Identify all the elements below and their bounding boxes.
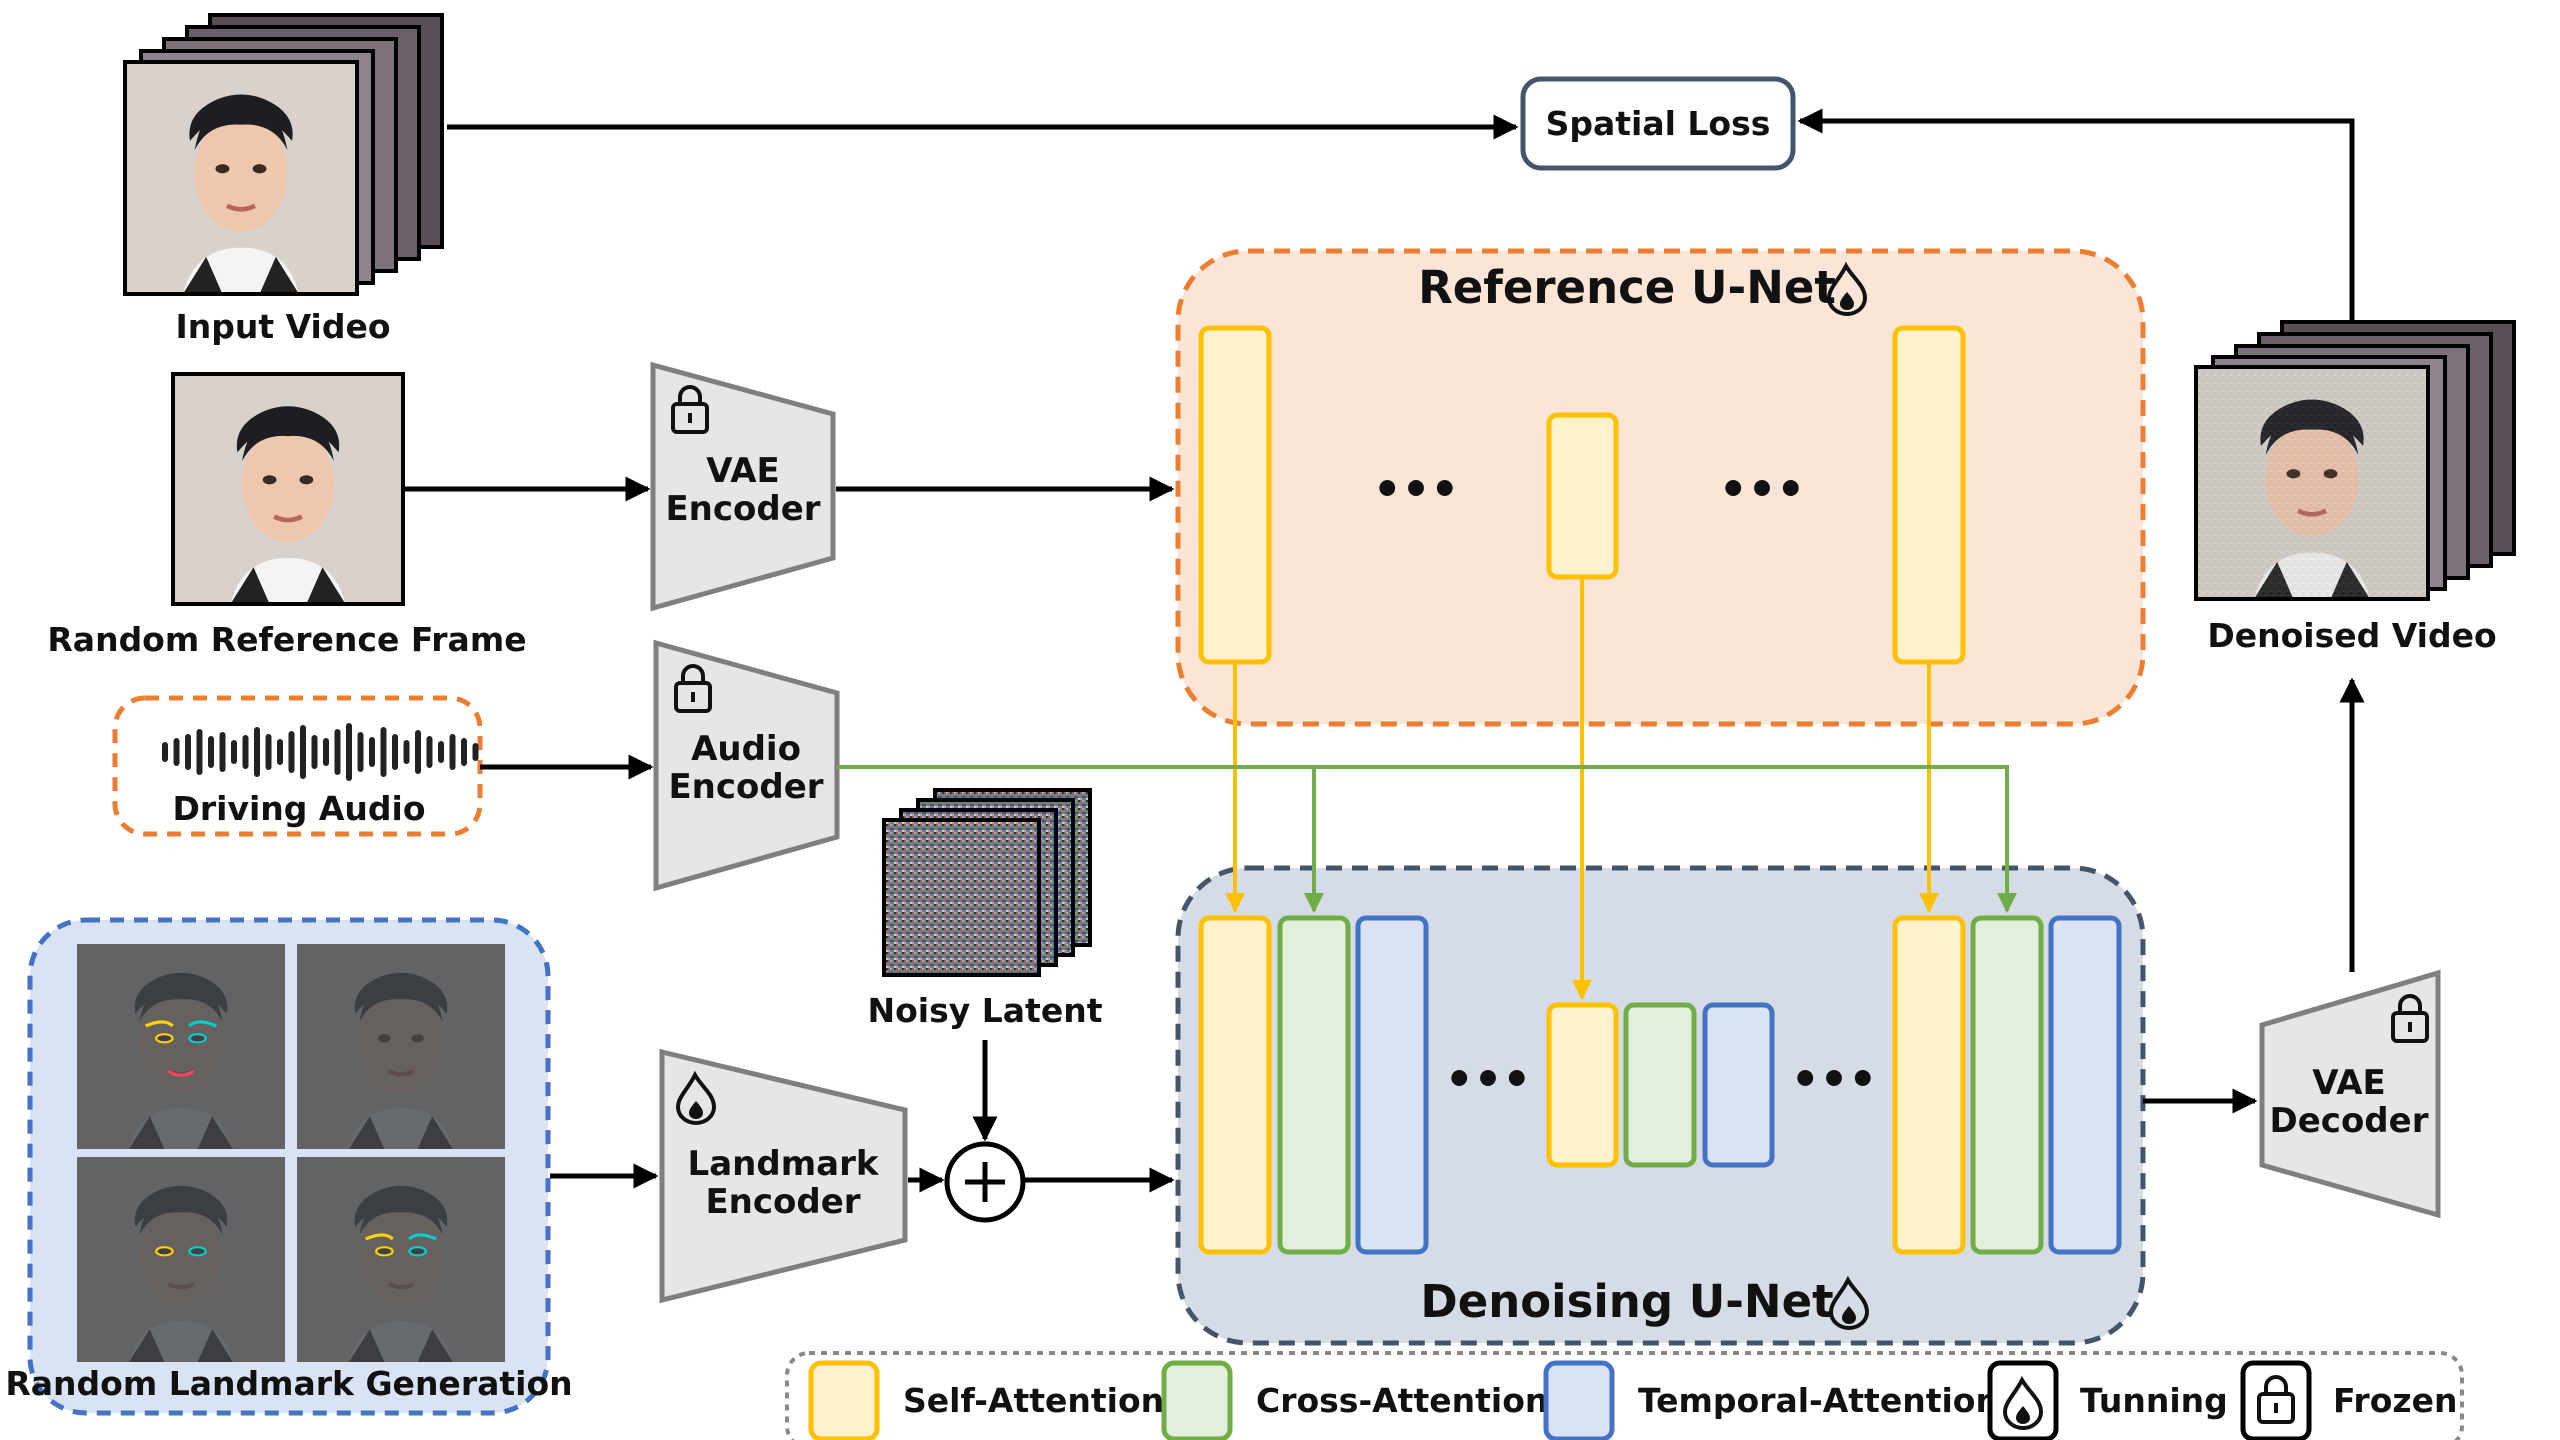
svg-text:Tunning: Tunning bbox=[2080, 1381, 2228, 1420]
reference-unet-title: Reference U-Net bbox=[1418, 261, 1836, 314]
landmark-face-4 bbox=[297, 1157, 505, 1362]
lock-icon bbox=[2257, 1375, 2295, 1424]
add-operator-icon bbox=[944, 1141, 1026, 1223]
svg-text:Decoder: Decoder bbox=[2270, 1101, 2429, 1141]
svg-text:Temporal-Attention: Temporal-Attention bbox=[1638, 1381, 1999, 1420]
data-flow-arrows bbox=[405, 108, 2365, 1193]
svg-text:VAE: VAE bbox=[2312, 1063, 2386, 1103]
denoised-video-stack bbox=[2194, 320, 2516, 601]
svg-text:Landmark: Landmark bbox=[688, 1144, 880, 1184]
vae-encoder: VAE Encoder bbox=[650, 361, 836, 612]
ref-self-attention-block-2 bbox=[1546, 412, 1619, 580]
den-cross-attention-block-1 bbox=[1277, 915, 1351, 1255]
random-reference-frame-label: Random Reference Frame bbox=[47, 620, 526, 659]
random-landmark-generation-label: Random Landmark Generation bbox=[5, 1364, 572, 1403]
svg-text:Cross-Attention: Cross-Attention bbox=[1256, 1381, 1548, 1420]
svg-text:VAE: VAE bbox=[706, 451, 780, 491]
legend-self-attention: Self-Attention bbox=[808, 1360, 1164, 1440]
waveform-icon bbox=[162, 723, 479, 781]
svg-text:Frozen: Frozen bbox=[2333, 1381, 2457, 1420]
driving-audio-label: Driving Audio bbox=[172, 789, 425, 828]
landmark-face-3 bbox=[77, 1157, 285, 1362]
landmark-face-1 bbox=[77, 944, 285, 1149]
input-video-label: Input Video bbox=[175, 307, 390, 346]
audio-encoder-lock-icon bbox=[674, 664, 712, 713]
ref-ellipsis-1: ••• bbox=[1373, 463, 1459, 516]
denoising-unet-title: Denoising U-Net bbox=[1420, 1275, 1833, 1328]
legend-cross-attention: Cross-Attention bbox=[1161, 1360, 1548, 1440]
reference-unet-flame-icon bbox=[1826, 261, 1868, 316]
audio-feature-arrows bbox=[837, 765, 2017, 913]
den-temporal-attention-block-1 bbox=[1355, 915, 1429, 1255]
legend-frozen: Frozen bbox=[2240, 1360, 2457, 1440]
den-ellipsis-2: ••• bbox=[1791, 1053, 1877, 1106]
svg-text:Self-Attention: Self-Attention bbox=[903, 1381, 1164, 1420]
landmark-face-2 bbox=[297, 944, 505, 1149]
svg-text:Audio: Audio bbox=[691, 729, 801, 769]
ref-self-attention-block-3 bbox=[1892, 325, 1966, 665]
legend-tunning: Tunning bbox=[1987, 1360, 2228, 1440]
spatial-loss-box bbox=[1520, 76, 1796, 171]
denoised-video-label: Denoised Video bbox=[2207, 616, 2496, 655]
den-cross-attention-block-2 bbox=[1623, 1002, 1697, 1168]
svg-text:Encoder: Encoder bbox=[668, 767, 823, 807]
reference-unet-panel bbox=[1175, 248, 2146, 727]
vae-decoder-lock-icon bbox=[2391, 994, 2429, 1043]
landmark-encoder-flame-icon bbox=[675, 1070, 717, 1125]
input-video-stack bbox=[123, 13, 444, 296]
landmark-encoder: Landmark Encoder bbox=[659, 1048, 908, 1304]
den-ellipsis-1: ••• bbox=[1445, 1053, 1531, 1106]
den-self-attention-block-2 bbox=[1546, 1002, 1619, 1168]
noisy-latent-label: Noisy Latent bbox=[868, 991, 1103, 1030]
denoising-unet-flame-icon bbox=[1828, 1275, 1870, 1330]
flame-icon bbox=[2002, 1375, 2044, 1430]
den-temporal-attention-block-2 bbox=[1702, 1002, 1775, 1168]
svg-text:Encoder: Encoder bbox=[665, 489, 820, 529]
den-self-attention-block-1 bbox=[1198, 915, 1272, 1255]
spatial-loss-label: Spatial Loss bbox=[1546, 104, 1771, 143]
vae-encoder-lock-icon bbox=[671, 385, 709, 434]
vae-decoder: VAE Decoder bbox=[2259, 969, 2441, 1219]
ref-self-attention-block-1 bbox=[1198, 325, 1272, 665]
den-temporal-attention-block-3 bbox=[2048, 915, 2122, 1255]
audio-encoder: Audio Encoder bbox=[653, 639, 840, 892]
reference-feature-arrows bbox=[1225, 577, 1939, 1000]
noisy-latent-stack bbox=[882, 788, 1092, 977]
ref-ellipsis-2: ••• bbox=[1719, 463, 1805, 516]
svg-text:Encoder: Encoder bbox=[705, 1182, 860, 1222]
den-cross-attention-block-3 bbox=[1970, 915, 2044, 1255]
reference-frame-image bbox=[171, 372, 405, 606]
legend-temporal-attention: Temporal-Attention bbox=[1543, 1360, 1999, 1440]
den-self-attention-block-3 bbox=[1892, 915, 1966, 1255]
